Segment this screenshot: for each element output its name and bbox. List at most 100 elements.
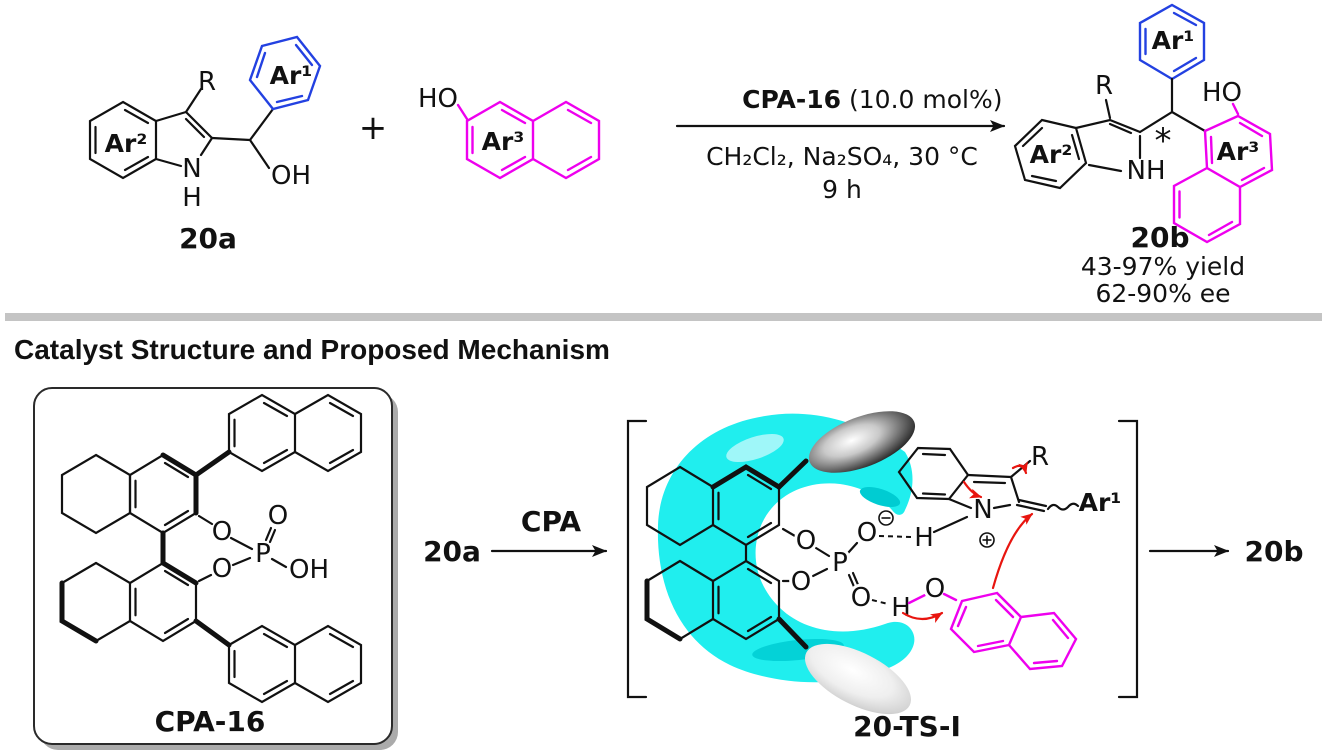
- ho-bond: [456, 103, 469, 121]
- indole-pyrrole-ring: [154, 110, 214, 168]
- r-bond: [184, 87, 203, 114]
- bond-lines: [921, 452, 947, 496]
- naphthalene-rings: [465, 100, 601, 180]
- compound-20a-label: 20a: [179, 222, 237, 255]
- mechanism-20b-label: 20b: [1244, 535, 1303, 568]
- naphthol-rings: [1172, 114, 1274, 244]
- steric-bulk-ellipse-bottom: [804, 643, 912, 715]
- electron-arrow: [1011, 461, 1028, 475]
- stereocenter-asterisk: *: [1155, 121, 1172, 161]
- o-aryl-bond: [942, 592, 958, 602]
- bond-lines: [1178, 121, 1266, 237]
- ar2-label: Ar²: [1030, 140, 1073, 169]
- bond-lines: [184, 117, 206, 139]
- bond-lines: [1021, 126, 1081, 183]
- hydrogen-bond-dashed: [878, 535, 913, 538]
- naphthyl-attach-bond: [193, 449, 232, 478]
- reactant-20a-structure: R Ar¹ Ar² N H OH 20a: [88, 35, 322, 255]
- bond-lines: [471, 108, 593, 172]
- bond-lines: [134, 461, 190, 527]
- compound-20b-label: 20b: [1130, 221, 1189, 254]
- solvent-conditions: CH₂Cl₂, Na₂SO₄, 30 °C: [706, 142, 978, 171]
- squiggle-bond: [1046, 502, 1080, 511]
- hydroxyl-label: OH: [271, 161, 311, 191]
- plus-sign: +: [359, 108, 388, 148]
- nh-label: NH: [1127, 156, 1166, 186]
- cpa16-label: CPA-16: [155, 705, 266, 738]
- r-bond: [1009, 459, 1032, 479]
- oxygen-label: O: [212, 517, 232, 547]
- bond-lines: [233, 401, 355, 465]
- naphthol-structure: HO Ar³: [418, 84, 601, 180]
- section-divider: [5, 313, 1322, 321]
- r-substituent-label: R: [1095, 71, 1113, 101]
- phosphoryl-oxygen-label: O: [851, 583, 871, 613]
- bond-lines: [60, 561, 98, 585]
- ho-label: HO: [1202, 78, 1242, 108]
- ee-range: 62-90% ee: [1095, 279, 1230, 308]
- r-bond: [1104, 98, 1112, 120]
- bond-lines: [956, 598, 1070, 665]
- ar1-label: Ar¹: [1152, 26, 1195, 55]
- p-double-bond-o: [847, 571, 861, 591]
- catalyst-name: CPA-16: [742, 85, 841, 114]
- minus-charge-icon: [878, 510, 894, 526]
- p-double-bond-o: [264, 526, 277, 544]
- bond-lines: [1144, 11, 1198, 73]
- reaction-arrow-group: CPA-16 (10.0 mol%) CH₂Cl₂, Na₂SO₄, 30 °C…: [675, 85, 1006, 204]
- yield-range: 43-97% yield: [1081, 252, 1245, 281]
- electron-arrow: [901, 611, 944, 623]
- catalyst-loading: (10.0 mol%): [849, 85, 1002, 114]
- ar1-label: Ar¹: [270, 61, 313, 90]
- naphthol-hydrogen-label: H: [891, 593, 911, 623]
- r-substituent-label: R: [1031, 442, 1049, 472]
- oxygen-label: O: [268, 501, 288, 531]
- ar1-label: Ar¹: [1079, 488, 1122, 517]
- ar3-label: Ar³: [1217, 137, 1260, 166]
- ar1-ring: [1138, 3, 1206, 81]
- steric-group-bond: [776, 458, 809, 490]
- carbinol-bonds: [210, 107, 275, 170]
- indole-benzo-ring: [1013, 118, 1088, 190]
- bond-lines: [94, 108, 150, 172]
- phosphorus-label: P: [832, 548, 848, 578]
- reaction-time: 9 h: [822, 175, 862, 204]
- oxygen-label: O: [791, 567, 811, 597]
- steric-bulk-ellipse-top: [808, 411, 916, 473]
- r-substituent-label: R: [198, 67, 216, 97]
- nitrogen-label: N: [973, 495, 992, 525]
- lower-cyclohexane-ring: [94, 561, 132, 643]
- lower-naphthyl-rings: [227, 624, 363, 704]
- bond-lines: [644, 578, 683, 642]
- ts-label: 20-TS-I: [853, 710, 961, 743]
- indole-pyrrole-ring: [1074, 118, 1142, 173]
- pocket-highlight: [726, 434, 784, 462]
- pyrrolium-ring: [947, 473, 1021, 510]
- ar1-ring: [248, 35, 322, 111]
- bond-lines: [160, 560, 199, 586]
- bond-lines: [233, 632, 355, 696]
- nh-hydrogen-label: H: [182, 183, 202, 213]
- lower-cyclohexane-ring: [645, 559, 715, 641]
- bond-lines: [1108, 122, 1133, 135]
- bond-lines: [710, 464, 782, 490]
- hydroxyl-label: OH: [289, 555, 329, 585]
- oxygen-label: O: [796, 526, 816, 556]
- bracket-left: [626, 419, 648, 699]
- oxygen-label: O: [212, 554, 232, 584]
- mechanism-20a-label: 20a: [423, 535, 481, 568]
- bond-lines: [59, 580, 99, 644]
- bond-lines: [134, 569, 190, 635]
- pocket-shade-drip: [859, 486, 901, 508]
- phenoxide-oxygen-label: O: [857, 518, 877, 548]
- nitrogen-label: N: [182, 154, 201, 184]
- box-frame: [33, 387, 393, 745]
- ar3-label: Ar³: [482, 127, 525, 156]
- ar2-label: Ar²: [105, 129, 148, 158]
- ho-label: HO: [418, 84, 458, 114]
- product-20b-structure: R Ar¹ Ar² NH HO Ar³ * 20b 43-97% yield 6…: [1013, 3, 1274, 308]
- bracket-right: [1117, 419, 1139, 699]
- electron-arrow: [962, 480, 983, 499]
- bond-lines: [717, 473, 773, 539]
- bond-lines: [255, 43, 314, 104]
